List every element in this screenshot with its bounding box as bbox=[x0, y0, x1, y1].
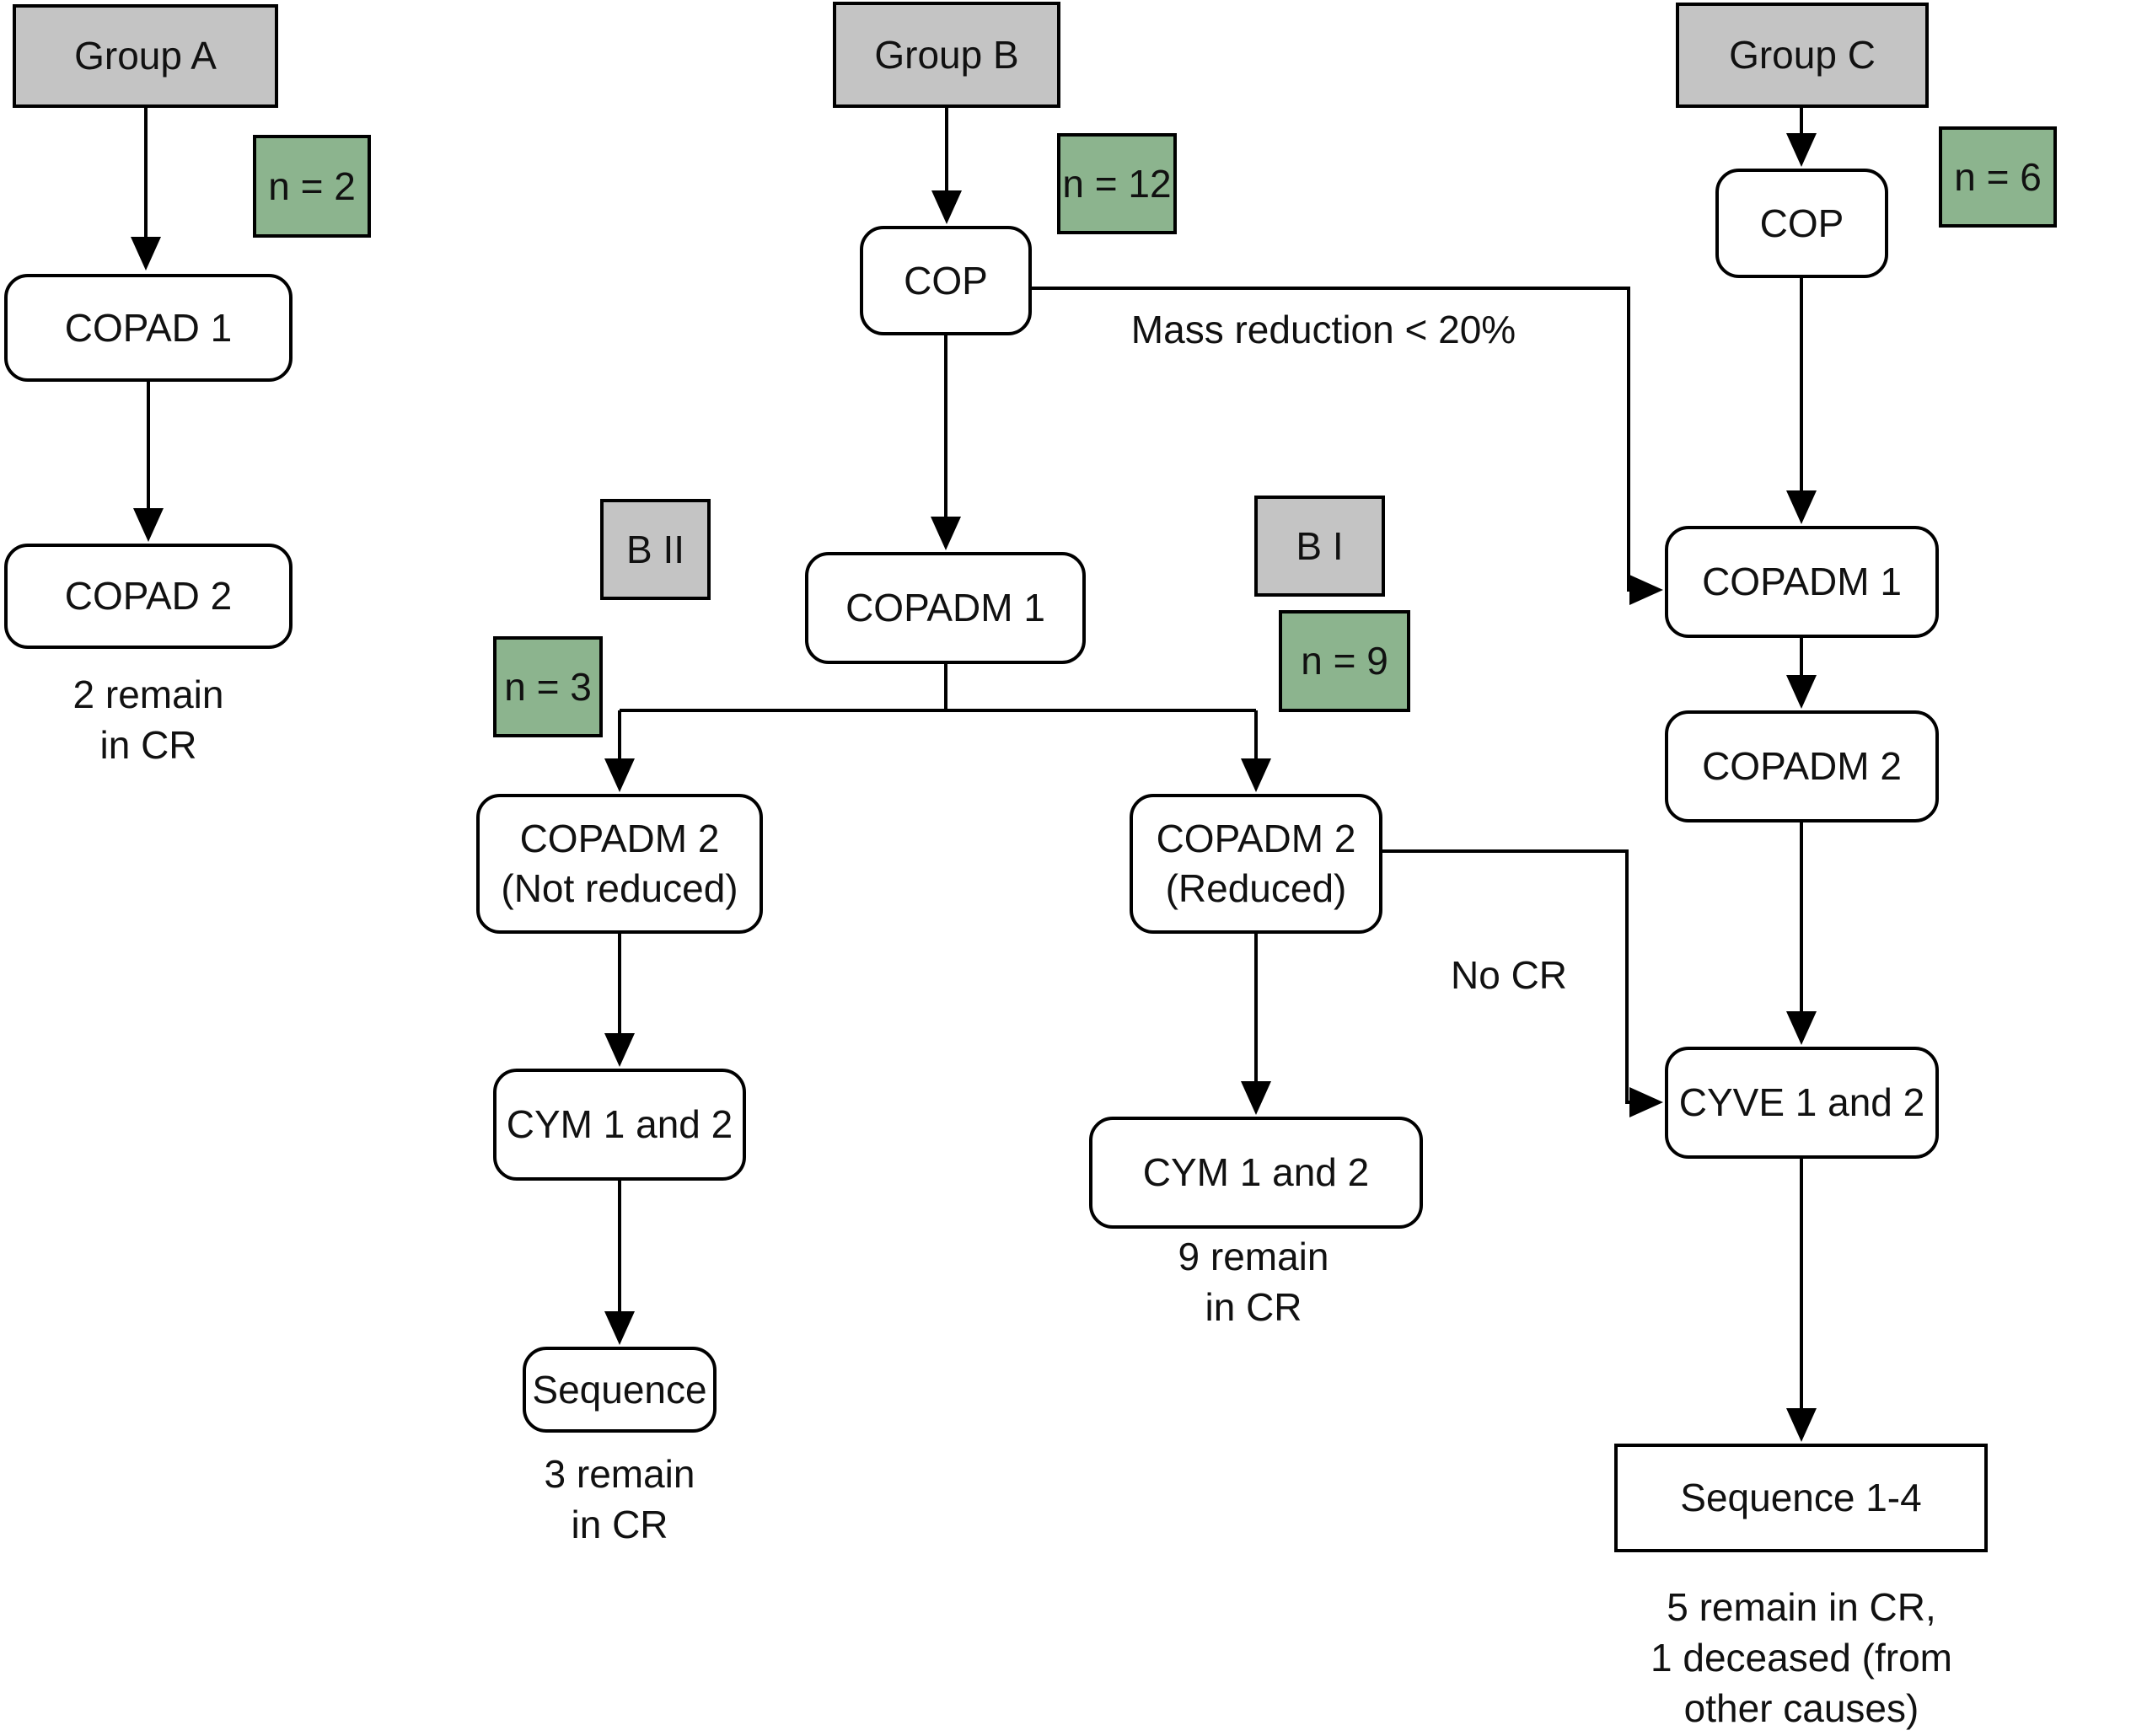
node-cop-c: COP bbox=[1715, 169, 1888, 278]
subgroup-b1-tag: B I bbox=[1254, 496, 1385, 597]
outcome-group-a: 2 remain in CR bbox=[72, 672, 224, 767]
no-cr-label: No CR bbox=[1450, 953, 1568, 997]
group-a-header: Group A bbox=[13, 4, 278, 108]
group-b-header: Group B bbox=[833, 2, 1060, 108]
mass-reduction-label: Mass reduction < 20% bbox=[1130, 308, 1516, 351]
subgroup-b2-tag: B II bbox=[600, 499, 711, 600]
group-c-count-badge: n = 6 bbox=[1939, 126, 2057, 228]
node-copadm2-reduced: COPADM 2 (Reduced) bbox=[1130, 794, 1382, 934]
subgroup-b1-count-badge: n = 9 bbox=[1279, 610, 1410, 712]
node-cop-b: COP bbox=[860, 226, 1032, 335]
node-sequence-b: Sequence bbox=[523, 1347, 717, 1433]
node-copadm2-not-reduced: COPADM 2 (Not reduced) bbox=[476, 794, 763, 934]
node-sequence-1-4: Sequence 1-4 bbox=[1614, 1444, 1988, 1552]
group-b-count-badge: n = 12 bbox=[1057, 133, 1177, 234]
elbow-no-cr bbox=[1382, 849, 1663, 1117]
node-copadm2-c: COPADM 2 bbox=[1665, 710, 1939, 822]
outcome-subgroup-b1: 9 remain in CR bbox=[1178, 1235, 1329, 1329]
node-copad1: COPAD 1 bbox=[4, 274, 293, 382]
node-cym-left: CYM 1 and 2 bbox=[493, 1069, 746, 1181]
node-copadm1-c: COPADM 1 bbox=[1665, 526, 1939, 638]
group-c-header: Group C bbox=[1676, 3, 1929, 108]
group-a-count-badge: n = 2 bbox=[253, 135, 371, 238]
node-copadm1-b: COPADM 1 bbox=[805, 552, 1086, 664]
node-cym-right: CYM 1 and 2 bbox=[1089, 1117, 1423, 1229]
subgroup-b2-count-badge: n = 3 bbox=[493, 636, 603, 737]
node-cyve: CYVE 1 and 2 bbox=[1665, 1047, 1939, 1159]
outcome-subgroup-b2: 3 remain in CR bbox=[544, 1452, 695, 1546]
elbow-mass-reduction bbox=[1032, 287, 1663, 605]
outcome-group-c: 5 remain in CR, 1 deceased (from other c… bbox=[1651, 1585, 1952, 1730]
node-copad2: COPAD 2 bbox=[4, 544, 293, 649]
